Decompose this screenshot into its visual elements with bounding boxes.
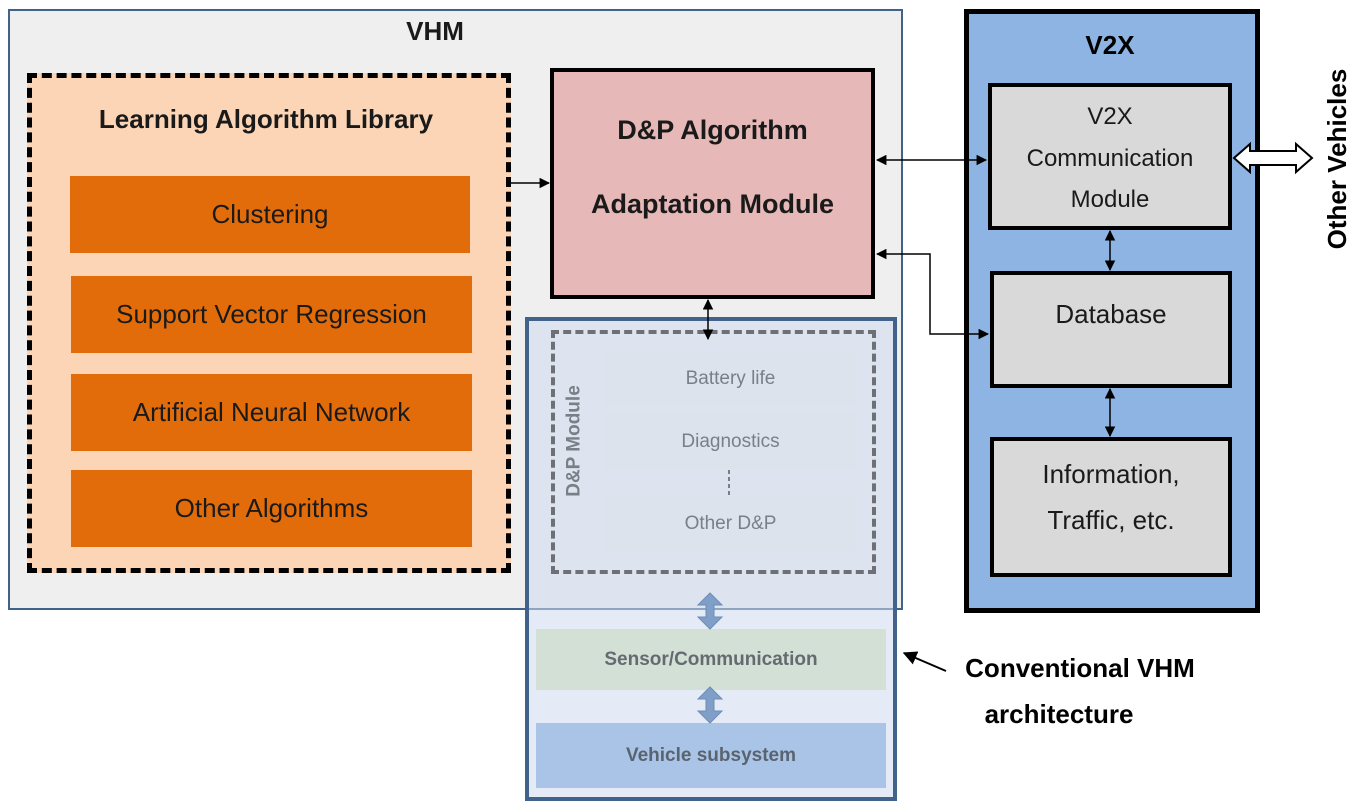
adaptation-title-line2: Adaptation Module [591, 188, 834, 219]
dp-module-box [551, 330, 876, 574]
dp-item-diagnostics: Diagnostics [604, 414, 857, 469]
database-label: Database [1055, 298, 1167, 329]
library-title: Learning Algorithm Library [98, 103, 434, 134]
information-line1: Information, [1042, 458, 1180, 489]
algo-artificial-neural-network: Artificial Neural Network [71, 374, 472, 451]
v2x-comm-line3: Module [1070, 186, 1150, 213]
adaptation-module [550, 68, 875, 299]
dp-item-other-dp: Other D&P [604, 496, 857, 551]
information-box [990, 437, 1232, 577]
algo-support-vector-regression: Support Vector Regression [71, 276, 472, 353]
vhm-title: VHM [406, 15, 464, 46]
conventional-label-line2: architecture [984, 698, 1134, 729]
dp-item-battery-life: Battery life [604, 352, 857, 405]
other-vehicles-double-arrow [1232, 141, 1314, 175]
sensor-communication-box: Sensor/Communication [536, 629, 886, 690]
arrow-conventional-pointer [902, 651, 947, 672]
v2x-title: V2X [1085, 29, 1135, 60]
arrow-dp-sensor [696, 592, 724, 630]
algo-clustering: Clustering [70, 176, 470, 253]
v2x-comm-line2: Communication [1026, 145, 1194, 172]
conventional-label-line1: Conventional VHM [965, 652, 1195, 683]
algo-other-algorithms: Other Algorithms [71, 470, 472, 547]
vehicle-subsystem-box: Vehicle subsystem [536, 723, 886, 788]
v2x-comm-line1: V2X [1087, 103, 1133, 130]
adaptation-title-line1: D&P Algorithm [617, 114, 808, 145]
arrow-adaptation-database [875, 248, 990, 340]
database-box [990, 271, 1232, 388]
v2x-communication-module [988, 83, 1232, 230]
information-line2: Traffic, etc. [1047, 504, 1175, 535]
arrow-sensor-vehicle [696, 686, 724, 724]
